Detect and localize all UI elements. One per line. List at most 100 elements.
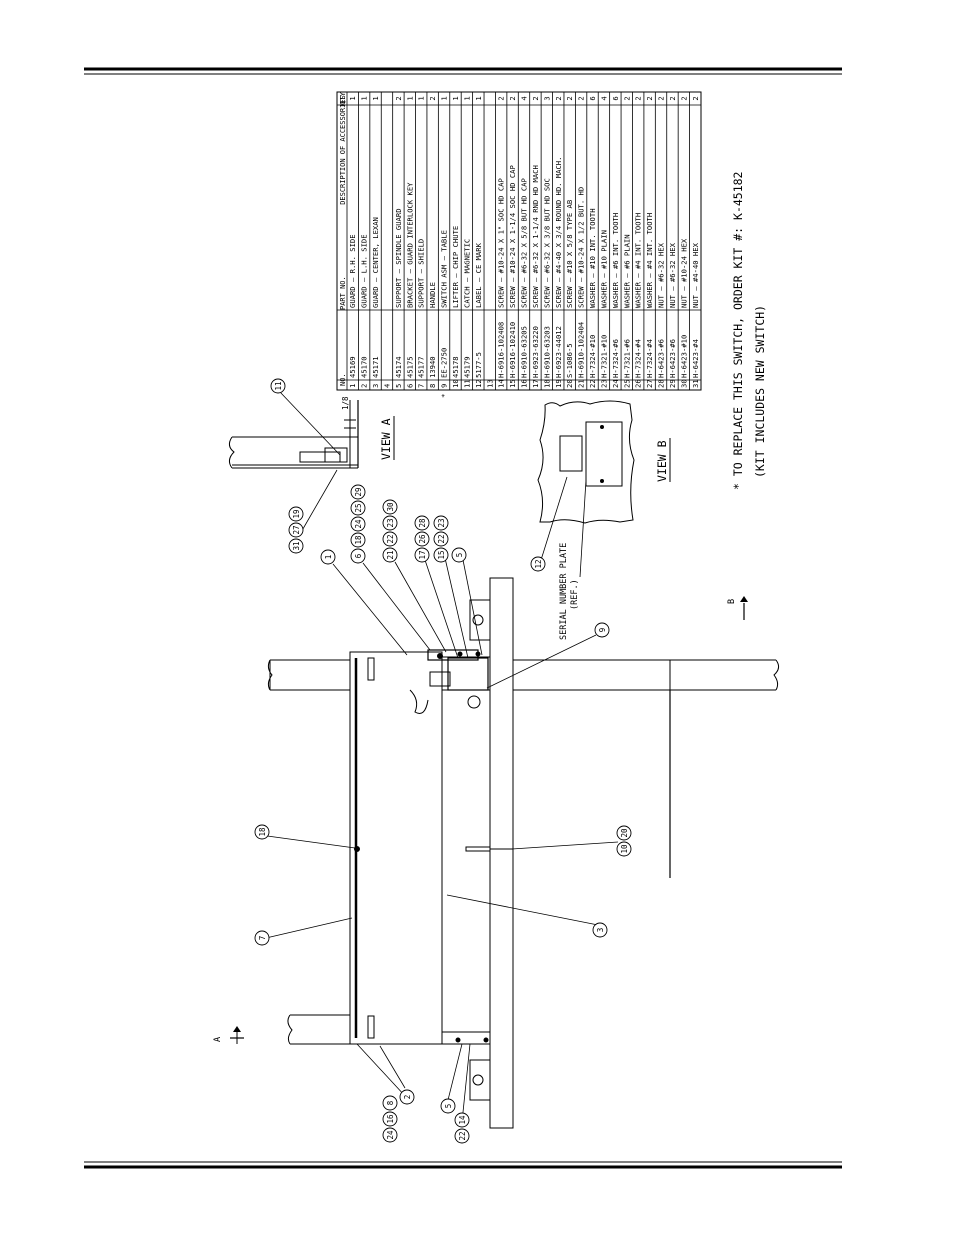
callout-bubble: 8: [382, 1095, 398, 1111]
callout-2: 2: [403, 1095, 412, 1100]
row-number: 23: [599, 379, 608, 388]
callout-bubble: 22: [433, 531, 449, 547]
row-part-number: 5177-5: [474, 352, 483, 378]
serial-number-plate: [585, 421, 623, 487]
row-quantity: 2: [508, 96, 517, 100]
callout-bubble: 10: [616, 841, 632, 857]
row-description: SUPPORT – SPINDLE GUARD: [394, 208, 403, 308]
row-description: GUARD – R.H. SIDE: [348, 234, 357, 308]
callout-bubble: 22: [454, 1128, 470, 1144]
callout-bubble: 25: [350, 500, 366, 516]
row-quantity: 2: [497, 96, 506, 100]
row-part-number: H-7324-#4: [634, 339, 643, 378]
table-base: [489, 577, 514, 1129]
callout-22: 22: [386, 534, 395, 543]
callout-bubble: 31: [288, 538, 304, 554]
row-quantity: 2: [657, 96, 666, 100]
row-description: SCREW – #6-32 X 3/8 BUT HD SOC: [542, 178, 551, 308]
view-b-title: VIEW B: [655, 438, 671, 482]
row-part-number: H-6923-63220: [531, 326, 540, 378]
row-part-number: EE-2750: [440, 348, 449, 378]
callout-bubble: 19: [288, 506, 304, 522]
row-quantity: 2: [428, 96, 437, 100]
row-part-number: 13940: [428, 356, 437, 378]
parts-table: NO. PART NO. DESCRIPTION OF ACCESSORIES …: [336, 91, 702, 398]
row-number: 5: [394, 384, 403, 388]
row-description: NUT – #6-32 HEX: [657, 242, 666, 308]
row-part-number: H-6923-44012: [554, 326, 563, 378]
callout-20: 20: [620, 828, 629, 838]
replacement-note: * TO REPLACE THIS SWITCH, ORDER KIT #: K…: [731, 172, 767, 491]
row-part-number: H-7324-#10: [588, 335, 597, 378]
row-quantity: 2: [634, 96, 643, 100]
row-description: SUPPORT – SHIELD: [417, 239, 426, 308]
row-description: NUT – #4-40 HEX: [691, 242, 700, 308]
row-quantity: 2: [679, 96, 688, 100]
guard-body: [349, 651, 443, 1045]
row-number: 22: [588, 379, 597, 388]
row-quantity: 2: [577, 96, 586, 100]
table-row: 4: [382, 384, 391, 388]
callout-14: 14: [458, 1115, 467, 1125]
callout-7: 7: [258, 936, 267, 941]
callout-bubble: 15: [433, 547, 449, 563]
row-number: 28: [657, 379, 666, 388]
row-part-number: 45169: [348, 356, 357, 378]
row-part-number: H-6423-#6: [668, 339, 677, 378]
table-row: 13: [485, 379, 494, 388]
row-description: HANDLE: [428, 282, 437, 308]
row-quantity: 3: [542, 96, 551, 100]
note-kit-includes: (KIT INCLUDES NEW SWITCH): [753, 305, 767, 478]
row-quantity: 1: [360, 96, 369, 100]
row-description: SCREW – #10-24 X 1/2 BUT. HD: [577, 187, 586, 308]
header-part-no: PART NO.: [339, 276, 347, 310]
row-description: NUT – #6-32 HEX: [668, 242, 677, 308]
row-number: 15: [508, 379, 517, 388]
row-description: WASHER – #6 INT. TOOTH: [611, 213, 620, 308]
callout-29: 29: [354, 487, 363, 496]
callout-18: 18: [258, 827, 267, 837]
row-description: SCREW – #4-40 X 3/4 ROUND HD. MACH.: [554, 157, 563, 308]
row-description: SCREW – #10-24 X 1" SOC HD CAP: [497, 178, 506, 308]
row-part-number: H-6916-102410: [508, 322, 517, 378]
row-part-number: H-6423-#10: [679, 335, 688, 378]
row-part-number: 45178: [451, 356, 460, 378]
row-number: 31: [691, 379, 700, 388]
row-number: 19: [554, 379, 563, 388]
row-description: CATCH – MAGNETIC: [462, 239, 471, 308]
row-part-number: H-7321-#6: [622, 339, 631, 378]
callout-bubble: 1: [320, 549, 336, 565]
callout-25: 25: [354, 503, 363, 512]
callout-9: 9: [598, 628, 607, 633]
row-quantity: 2: [622, 96, 631, 100]
callout-bubble: 7: [254, 930, 270, 946]
row-quantity: 1: [440, 96, 449, 100]
row-number: 21: [577, 379, 586, 388]
callout-bubble: 24: [350, 516, 366, 532]
row-description: LABEL – CE MARK: [474, 242, 483, 308]
callout-bubble: 3: [592, 922, 608, 938]
callout-10: 10: [620, 844, 629, 854]
row-number: 4: [382, 384, 391, 388]
row-quantity: 1: [371, 96, 380, 100]
row-description: WASHER – #4 INT. TOOTH: [645, 213, 654, 308]
view-a-title: VIEW A: [379, 416, 395, 460]
row-quantity: 2: [554, 96, 563, 100]
row-description: NUT – #10-24 HEX: [679, 238, 688, 308]
row-quantity: 1: [348, 96, 357, 100]
callout-12: 12: [534, 559, 543, 568]
callout-17: 17: [418, 550, 427, 559]
row-part-number: H-7324-#6: [611, 339, 620, 378]
view-a-label: VIEW A: [379, 418, 393, 460]
row-number: 16: [520, 379, 529, 388]
row-number: 6: [405, 384, 414, 388]
